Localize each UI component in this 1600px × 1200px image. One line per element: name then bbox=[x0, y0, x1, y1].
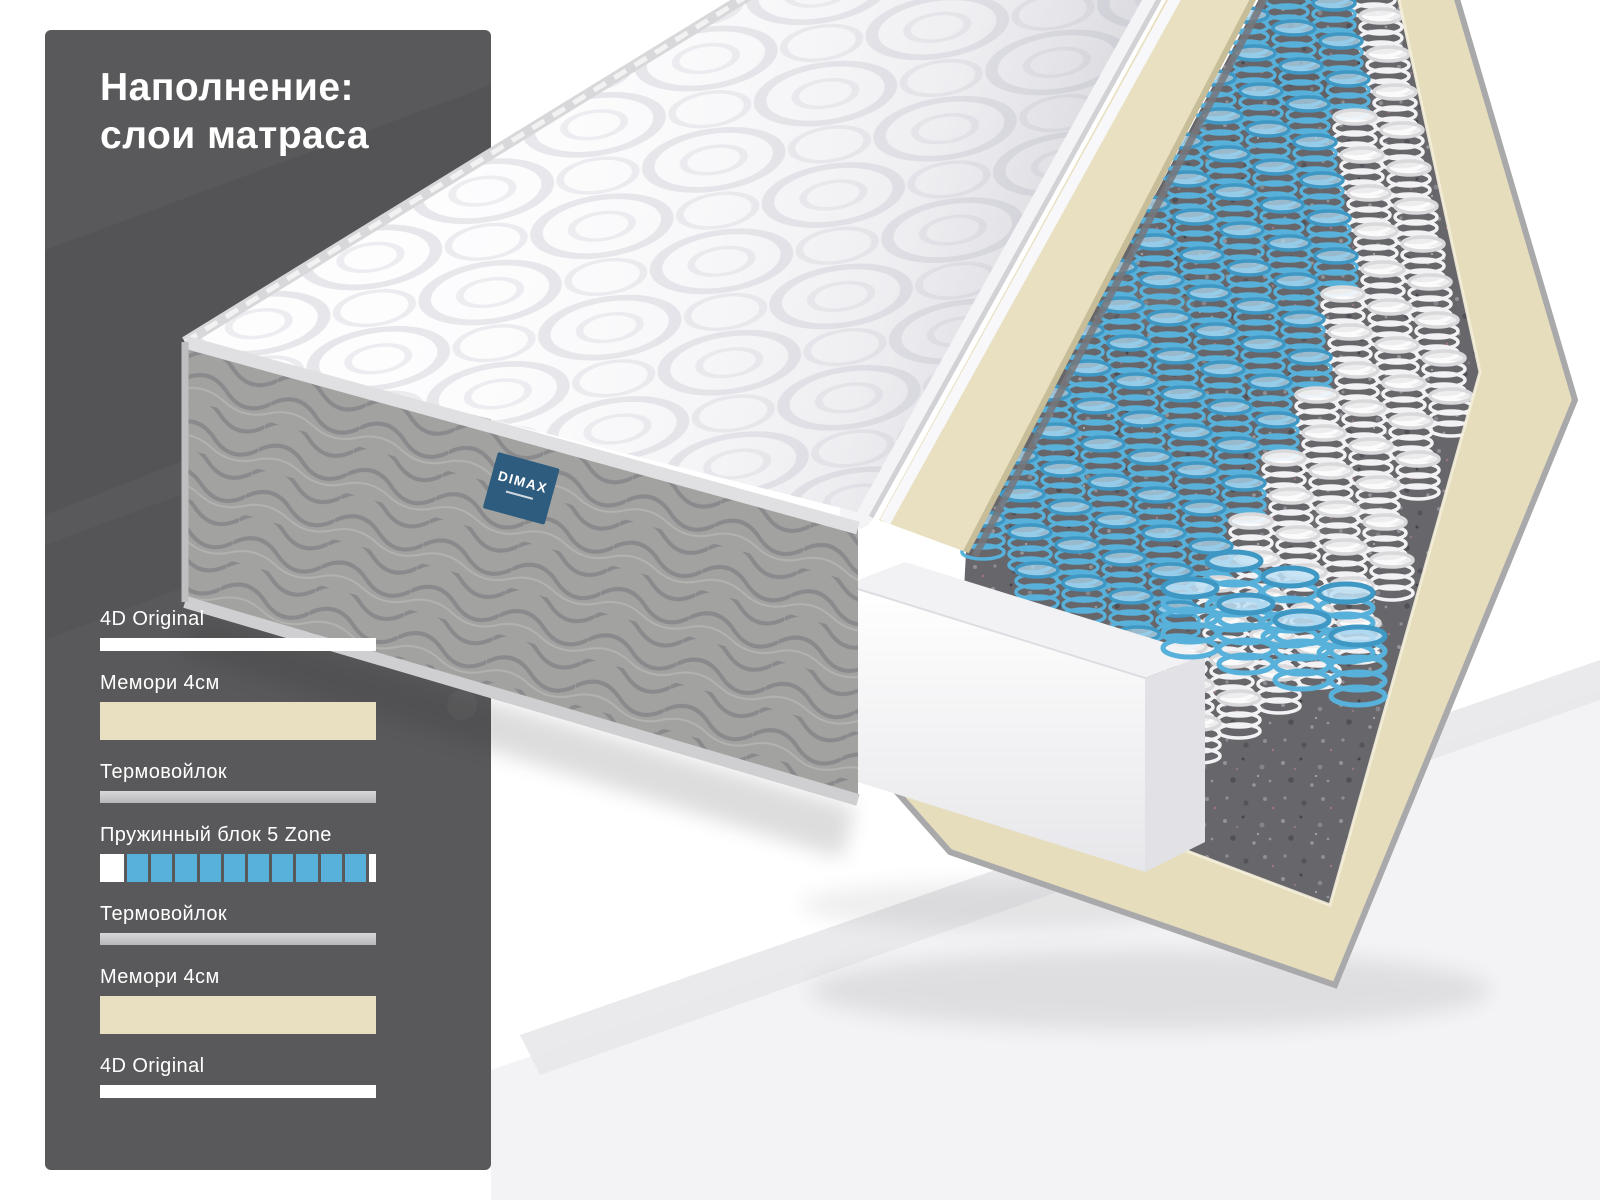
layer-label: Мемори 4см bbox=[100, 966, 220, 988]
spring-zone-blue bbox=[175, 854, 197, 882]
layer-label: Термовойлок bbox=[100, 761, 228, 783]
title-line-2: слои матраса bbox=[100, 113, 370, 157]
spring-zone-white bbox=[100, 854, 124, 882]
side-face bbox=[181, 335, 860, 806]
spring-zone-blue bbox=[151, 854, 173, 882]
layer-label: Пружинный блок 5 Zone bbox=[100, 824, 332, 846]
layer-swatch-thin-white bbox=[100, 1085, 376, 1098]
layer-label: 4D Original bbox=[100, 1055, 205, 1077]
brand-tag: DIMAX bbox=[483, 452, 560, 525]
quilt-top bbox=[182, 0, 1142, 512]
spring-zone-white bbox=[369, 854, 377, 882]
memory-foam-layer bbox=[879, 0, 1268, 558]
foam-insert bbox=[844, 562, 1205, 872]
page-title: Наполнение: слои матраса bbox=[100, 64, 369, 159]
layer-swatch-thin-white bbox=[100, 638, 376, 651]
spring-zone-blue bbox=[248, 854, 270, 882]
legend-item: Термовойлок bbox=[100, 761, 376, 803]
spring-zone-blue bbox=[296, 854, 318, 882]
legend-item: Мемори 4см bbox=[100, 672, 376, 740]
legend-item: Мемори 4см bbox=[100, 966, 376, 1034]
spring-zone-blue bbox=[223, 854, 246, 882]
spring-zone-blue bbox=[344, 854, 367, 882]
legend-item: Термовойлок bbox=[100, 903, 376, 945]
title-line-1: Наполнение: bbox=[100, 66, 354, 109]
legend-item: Пружинный блок 5 Zone bbox=[100, 824, 377, 882]
spring-cluster-front bbox=[1160, 549, 1388, 708]
layer-swatch-thin-gray bbox=[100, 933, 376, 945]
legend-item: 4D Original bbox=[100, 608, 376, 651]
layer-swatch-thick-beige bbox=[100, 996, 376, 1034]
spring-zone-blue bbox=[320, 854, 342, 882]
legend-item: 4D Original bbox=[100, 1055, 376, 1098]
layer-swatch-thin-gray bbox=[100, 791, 376, 803]
layer-label: Мемори 4см bbox=[100, 672, 220, 694]
layer-swatch-thick-beige bbox=[100, 702, 376, 740]
layer-label: Термовойлок bbox=[100, 903, 228, 925]
spring-zone-blue bbox=[127, 854, 149, 882]
spring-zone-blue bbox=[272, 854, 294, 882]
layer-label: 4D Original bbox=[100, 608, 205, 630]
spring-zone-blue bbox=[199, 854, 221, 882]
layer-swatch-springs bbox=[100, 854, 377, 882]
spring-block bbox=[960, 0, 1474, 765]
